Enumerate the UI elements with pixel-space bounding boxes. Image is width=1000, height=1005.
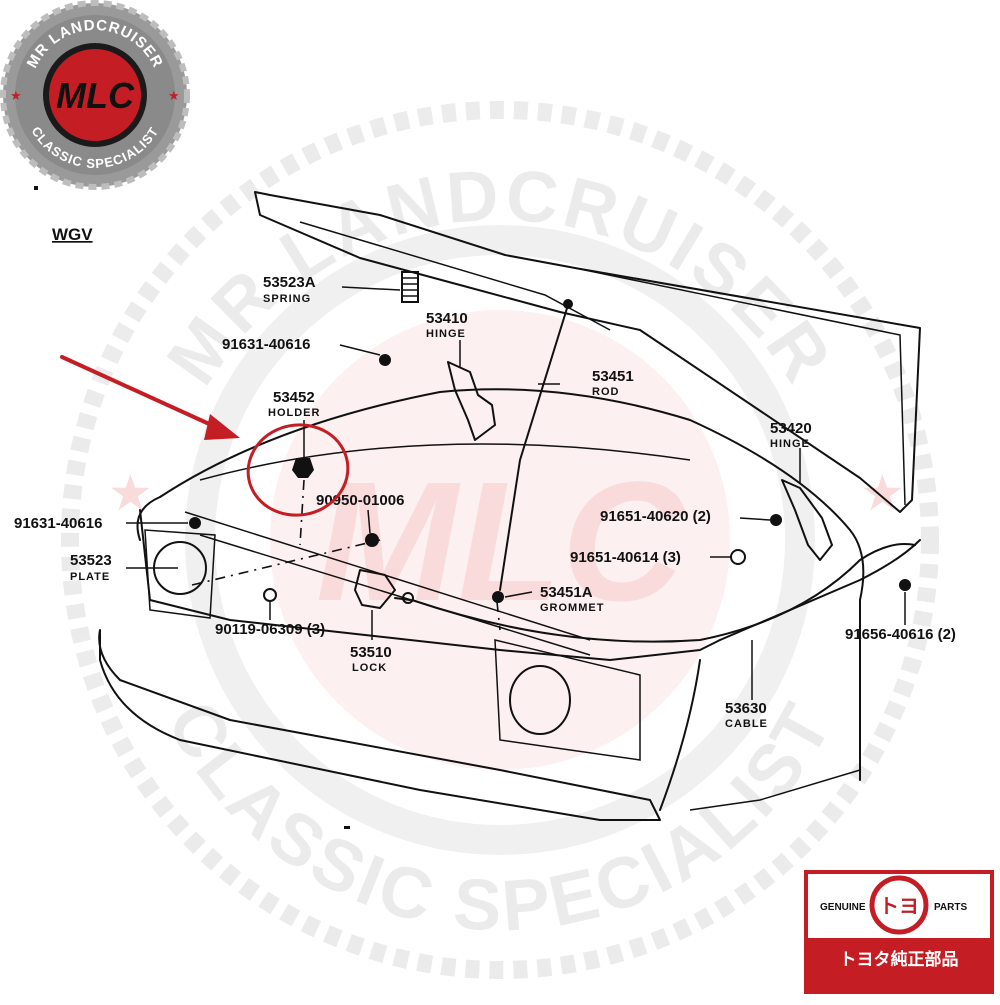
support-rod — [499, 304, 569, 591]
part-name: HINGE — [770, 438, 810, 450]
part-name: ROD — [592, 386, 619, 398]
lock-nut — [402, 592, 414, 604]
vehicle-front-drawing — [98, 191, 921, 821]
left-headlight-housing — [144, 529, 216, 619]
hood-inner-edge — [299, 221, 611, 331]
watermark-badge — [270, 310, 730, 770]
part-number: 91631-40616 — [222, 336, 310, 353]
watermark: MR LANDCRUISER CLASSIC SPECIALIST MLC ★ … — [61, 101, 939, 979]
watermark-inner-ring — [185, 225, 815, 855]
highlight-annotation — [60, 355, 350, 517]
hinge-bolt-right — [770, 514, 782, 526]
logo-red-badge — [49, 49, 141, 141]
left-hinge — [447, 361, 496, 441]
part-number: 91651-40614 (3) — [570, 549, 681, 566]
part-name: CABLE — [725, 718, 768, 730]
logo: MR LANDCRUISER CLASSIC SPECIALIST MLC ★ … — [0, 0, 190, 190]
right-headlight-housing — [494, 639, 641, 761]
lock-bolt — [263, 588, 277, 602]
part-number: 53410 — [426, 310, 468, 327]
watermark-star-right: ★ — [860, 465, 905, 521]
part-labels: 53523A SPRING 53410 HINGE 91631-40616 53… — [14, 274, 956, 730]
cowl-inner — [199, 443, 691, 481]
part-number: 90119-06309 (3) — [215, 621, 325, 638]
badge-emblem-ring — [869, 875, 929, 935]
part-name: PLATE — [70, 571, 110, 583]
hood-spring — [401, 271, 419, 303]
part-name: GROMMET — [540, 602, 604, 614]
holder-part — [292, 458, 314, 478]
alignment-dash-3 — [496, 601, 501, 631]
badge-footer-text: トヨタ純正部品 — [840, 949, 959, 969]
right-headlight — [509, 665, 571, 735]
part-number: 53630 — [725, 700, 767, 717]
release-cable — [411, 543, 916, 643]
hood-panel — [254, 191, 921, 513]
part-number: 91631-40616 — [14, 515, 102, 532]
logo-mark: MLC — [56, 75, 135, 116]
hood-side-edge — [574, 267, 906, 506]
genuine-parts-badge: GENUINE PARTS トヨ トヨタ純正部品 — [804, 870, 994, 994]
cowl-line — [159, 388, 865, 601]
part-number: 53523A — [263, 274, 316, 291]
badge-left-text: GENUINE — [820, 902, 866, 913]
part-number: 53420 — [770, 420, 812, 437]
part-number: 53451 — [592, 368, 634, 385]
model-code: WGV — [52, 225, 93, 244]
part-number: 90950-01006 — [316, 492, 404, 509]
part-number: 91651-40620 (2) — [600, 508, 711, 525]
hinge-bolt — [379, 354, 391, 366]
part-number: 53523 — [70, 552, 112, 569]
watermark-star-left: ★ — [108, 465, 153, 521]
watermark-outer-gear — [61, 101, 939, 979]
highlight-arrow-head — [204, 414, 240, 440]
rod-top-pivot — [563, 299, 573, 309]
front-bumper — [98, 629, 661, 821]
alignment-dash-2 — [191, 539, 381, 586]
hinge-nut-right — [730, 549, 746, 565]
part-number: 53510 — [350, 644, 392, 661]
left-fender — [136, 496, 161, 541]
badge-footer-band — [806, 938, 992, 992]
cushion-90950 — [365, 533, 379, 547]
part-number: 53451A — [540, 584, 593, 601]
logo-star-right: ★ — [168, 88, 180, 103]
highlight-circle — [246, 423, 350, 517]
part-number: 53452 — [273, 389, 315, 406]
part-name: HOLDER — [268, 407, 320, 419]
grommet — [492, 591, 504, 603]
grille-lower — [199, 534, 591, 656]
right-hinge — [781, 479, 833, 561]
plate-bolt — [189, 517, 201, 529]
logo-star-left: ★ — [10, 88, 22, 103]
highlight-arrow-shaft — [60, 355, 220, 430]
part-name: HINGE — [426, 328, 466, 340]
components — [189, 271, 916, 643]
alignment-dash-1 — [299, 479, 305, 546]
part-number: 91656-40616 (2) — [845, 626, 956, 643]
scan-speck — [344, 826, 350, 829]
badge-emblem: トヨ — [879, 896, 919, 918]
part-name: SPRING — [263, 293, 311, 305]
scan-speck — [34, 186, 38, 190]
grille-top — [184, 511, 591, 641]
leader-lines — [126, 286, 906, 700]
fender-arch — [689, 769, 861, 811]
cable-clip — [899, 579, 911, 591]
badge-right-text: PARTS — [934, 902, 967, 913]
part-name: LOCK — [352, 662, 387, 674]
